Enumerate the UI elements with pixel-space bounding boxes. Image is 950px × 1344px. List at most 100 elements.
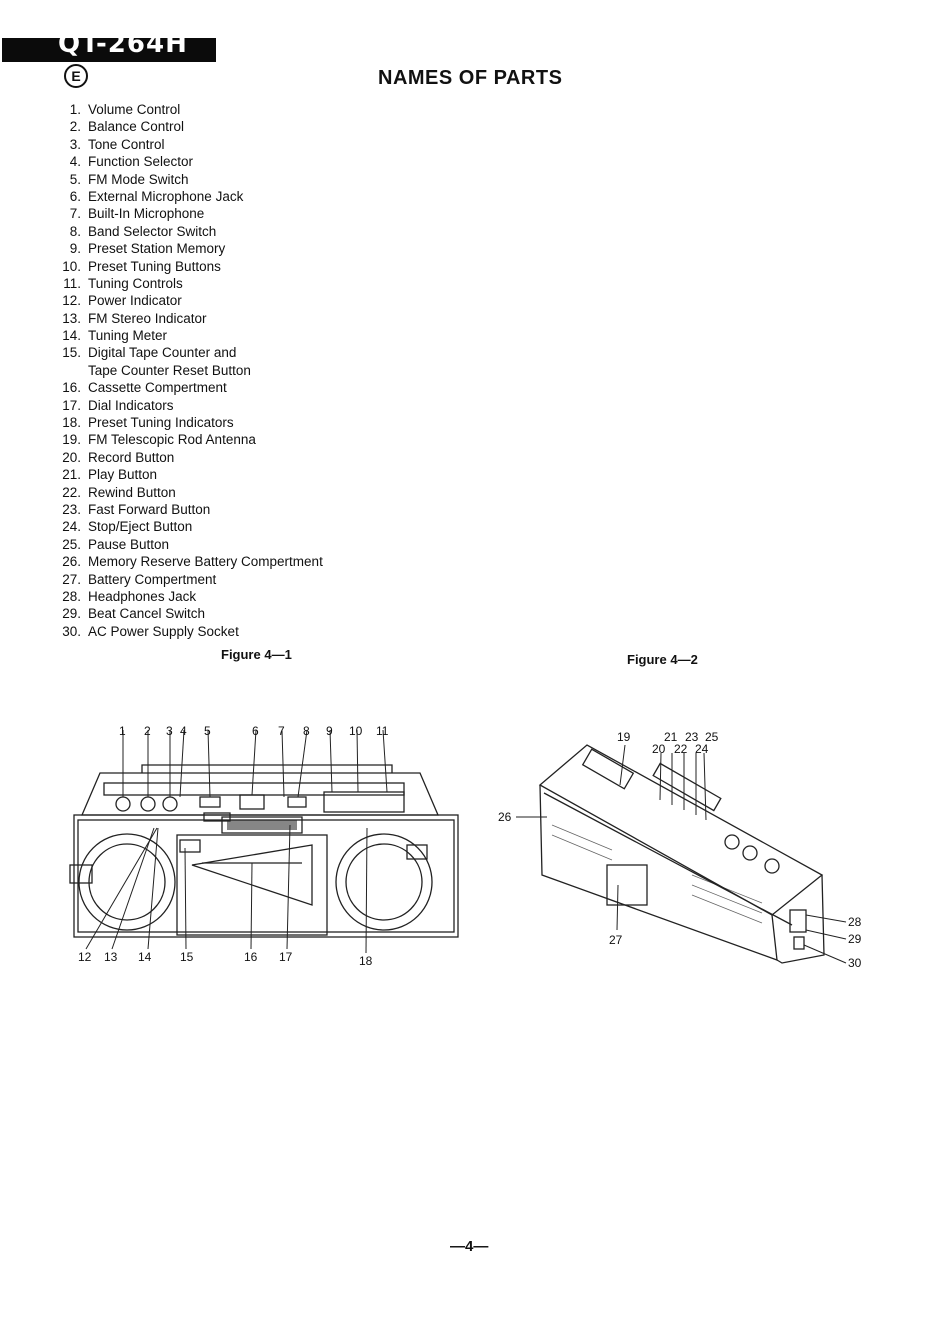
part-label: Tuning Meter bbox=[88, 328, 168, 344]
callout-6: 6 bbox=[252, 725, 259, 738]
callout-28: 28 bbox=[848, 915, 862, 929]
part-label: FM Stereo Indicator bbox=[88, 310, 207, 326]
callout-3: 3 bbox=[166, 725, 173, 738]
figure-4-1-caption: Figure 4—1 bbox=[221, 647, 292, 662]
part-label: Balance Control bbox=[88, 119, 185, 135]
callout-24: 24 bbox=[695, 742, 709, 756]
part-label: Fast Forward Button bbox=[88, 502, 211, 517]
part-label: Battery Compertment bbox=[88, 571, 217, 587]
list-item: 4. Function Selector bbox=[40, 153, 380, 170]
part-number: 9. bbox=[69, 241, 81, 257]
part-number: 12. bbox=[62, 293, 81, 309]
part-label: Preset Tuning Buttons bbox=[88, 258, 221, 274]
part-label: Preset Station Memory bbox=[88, 241, 226, 257]
part-number: 17. bbox=[62, 397, 81, 413]
callout-10: 10 bbox=[349, 725, 363, 738]
callout-30: 30 bbox=[848, 956, 862, 970]
part-label: Pause Button bbox=[88, 536, 170, 552]
list-item: 20.Record Button bbox=[40, 449, 380, 466]
list-item: 26. Memory Reserve Battery Compertment bbox=[40, 553, 380, 570]
callout-2: 2 bbox=[144, 725, 151, 738]
part-label: Tuning Controls bbox=[88, 275, 183, 291]
part-number: 19. bbox=[62, 432, 81, 448]
callout-7: 7 bbox=[278, 725, 285, 738]
part-label: Beat Cancel Switch bbox=[88, 606, 206, 622]
list-item: 28. Headphones Jack bbox=[40, 588, 380, 605]
part-label: Cassette Compertment bbox=[88, 380, 227, 396]
part-number: 25. bbox=[62, 536, 81, 552]
callout-16: 16 bbox=[244, 950, 258, 964]
part-number: 6. bbox=[69, 188, 81, 204]
callout-1: 1 bbox=[119, 725, 126, 738]
part-label: Play Button bbox=[88, 467, 158, 483]
part-number: 2. bbox=[69, 119, 81, 135]
part-label: FM Mode Switch bbox=[88, 171, 189, 187]
part-number: 30. bbox=[62, 623, 81, 639]
part-number: 27. bbox=[62, 571, 81, 587]
part-number: 5. bbox=[69, 171, 81, 187]
list-item: 3.Tone Control bbox=[40, 136, 380, 153]
part-number: 22. bbox=[62, 484, 81, 500]
part-number: 20. bbox=[62, 449, 81, 465]
list-item: 25. Pause Button bbox=[40, 536, 380, 553]
list-item: 7.Built-In Microphone bbox=[40, 205, 380, 222]
part-label: Rewind Button bbox=[88, 484, 176, 500]
part-number: 15. bbox=[62, 345, 81, 361]
callout-19: 19 bbox=[617, 730, 631, 744]
callout-20: 20 bbox=[652, 742, 666, 756]
model-code-bar: QT-264H bbox=[2, 38, 216, 62]
part-number: 14. bbox=[62, 328, 81, 344]
callout-26: 26 bbox=[498, 810, 512, 824]
callout-22: 22 bbox=[674, 742, 688, 756]
list-item: 24. Stop/Eject Button bbox=[40, 518, 380, 535]
part-label: External Microphone Jack bbox=[88, 188, 244, 204]
part-number: 21. bbox=[62, 467, 81, 483]
list-item: 2. Balance Control bbox=[40, 118, 380, 135]
list-item: 23.Fast Forward Button bbox=[40, 501, 380, 518]
part-number: 4. bbox=[69, 154, 81, 170]
part-number: 16. bbox=[62, 380, 81, 396]
callout-23: 23 bbox=[685, 730, 699, 744]
part-number: 11. bbox=[63, 275, 81, 291]
part-number: 24. bbox=[62, 519, 81, 535]
list-item: 21. Play Button bbox=[40, 466, 380, 483]
callout-29: 29 bbox=[848, 932, 862, 946]
callout-12: 12 bbox=[78, 950, 92, 964]
callout-17: 17 bbox=[279, 950, 293, 964]
callout-14: 14 bbox=[138, 950, 152, 964]
part-label: Band Selector Switch bbox=[88, 223, 217, 239]
figure-4-2-caption: Figure 4—2 bbox=[627, 652, 698, 667]
list-item: 16. Cassette Compertment bbox=[40, 379, 380, 396]
list-item: 6. External Microphone Jack bbox=[40, 188, 380, 205]
part-number: 8. bbox=[69, 223, 81, 239]
callout-5: 5 bbox=[204, 725, 211, 738]
list-item: 9. Preset Station Memory bbox=[40, 240, 380, 257]
list-item: 19. FM Telescopic Rod Antenna bbox=[40, 431, 380, 448]
part-number: 26. bbox=[62, 554, 81, 570]
figure-4-1-front-view: 1 2 3 4 5 6 7 8 9 10 11 12 13 14 15 16 1… bbox=[69, 725, 459, 968]
part-label: Memory Reserve Battery Compertment bbox=[88, 554, 323, 570]
part-number: 28. bbox=[62, 588, 81, 604]
list-item: 18.Preset Tuning Indicators bbox=[40, 414, 380, 431]
part-label: Function Selector bbox=[88, 154, 194, 170]
callout-15: 15 bbox=[180, 950, 194, 964]
part-label: FM Telescopic Rod Antenna bbox=[88, 432, 256, 448]
list-item: 14. Tuning Meter bbox=[40, 327, 380, 344]
callout-18: 18 bbox=[359, 954, 373, 968]
list-item: 5. FM Mode Switch bbox=[40, 171, 380, 188]
part-number: 10. bbox=[62, 258, 81, 274]
callout-21: 21 bbox=[664, 730, 678, 744]
part-number: 13. bbox=[62, 310, 81, 326]
language-badge: E bbox=[64, 64, 88, 88]
part-label: Stop/Eject Button bbox=[88, 519, 193, 535]
callout-13: 13 bbox=[104, 950, 118, 964]
part-label: Digital Tape Counter and bbox=[88, 345, 237, 361]
list-item: 13. FM Stereo Indicator bbox=[40, 310, 380, 327]
part-label: Headphones Jack bbox=[88, 588, 197, 604]
part-label: Power Indicator bbox=[88, 293, 182, 309]
list-item: 10. Preset Tuning Buttons bbox=[40, 258, 380, 275]
part-label: Built-In Microphone bbox=[88, 206, 205, 222]
list-item: 17.Dial Indicators bbox=[40, 397, 380, 414]
